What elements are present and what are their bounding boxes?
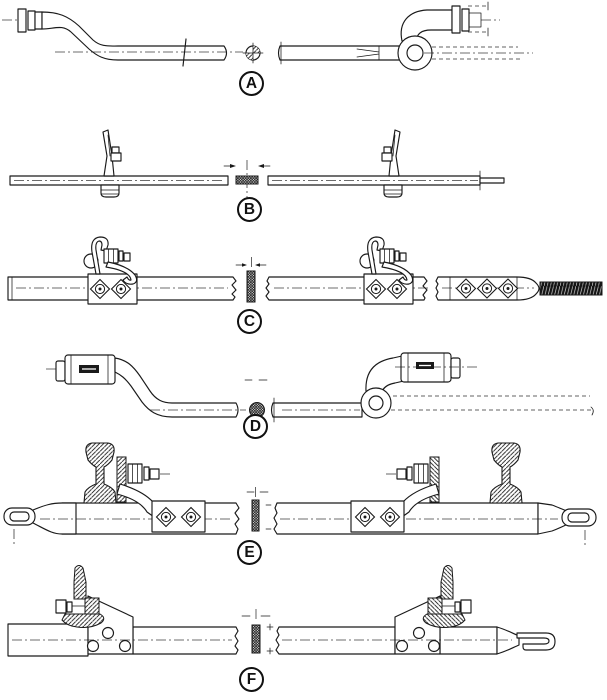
right-jaw-rod xyxy=(277,1,533,71)
right-rail-section xyxy=(489,442,523,504)
assembly-a xyxy=(2,1,533,71)
left-hook-clamp xyxy=(84,237,137,304)
assembly-e xyxy=(3,442,597,547)
label-e-text: E xyxy=(244,543,255,561)
label-c-text: C xyxy=(243,312,256,330)
flat-section-symbol xyxy=(223,164,271,185)
right-hook-clamp xyxy=(360,237,413,304)
label-a: A xyxy=(239,71,264,96)
round-section-symbol xyxy=(244,379,268,418)
assembly-f xyxy=(7,564,556,657)
label-d-text: D xyxy=(249,417,262,435)
left-barrel-rod xyxy=(46,354,246,418)
threaded-rod-end xyxy=(539,281,603,296)
flat-section-symbol xyxy=(241,609,274,655)
assembly-d xyxy=(46,352,594,423)
label-b: B xyxy=(237,197,262,222)
right-angle-clip xyxy=(381,129,403,198)
flat-section-symbol xyxy=(235,257,267,303)
label-f: F xyxy=(239,667,264,692)
label-d: D xyxy=(243,414,268,439)
label-e: E xyxy=(237,540,262,565)
label-b-text: B xyxy=(243,200,256,218)
round-section-symbol xyxy=(242,42,264,64)
threaded-end-segment xyxy=(435,276,603,301)
flat-section-symbol xyxy=(246,487,272,532)
label-a-text: A xyxy=(245,74,258,92)
label-f-text: F xyxy=(246,670,257,688)
left-rail-section xyxy=(83,442,117,504)
left-rail-clip xyxy=(55,564,105,629)
right-hook-end xyxy=(516,632,556,651)
assembly-c xyxy=(7,237,603,304)
left-angle-clip xyxy=(100,129,122,198)
assembly-b xyxy=(9,129,505,198)
label-c: C xyxy=(237,309,262,334)
left-offset-rod xyxy=(2,8,243,67)
right-rail-clip xyxy=(422,564,472,629)
right-eye-barrel-rod xyxy=(270,352,594,423)
